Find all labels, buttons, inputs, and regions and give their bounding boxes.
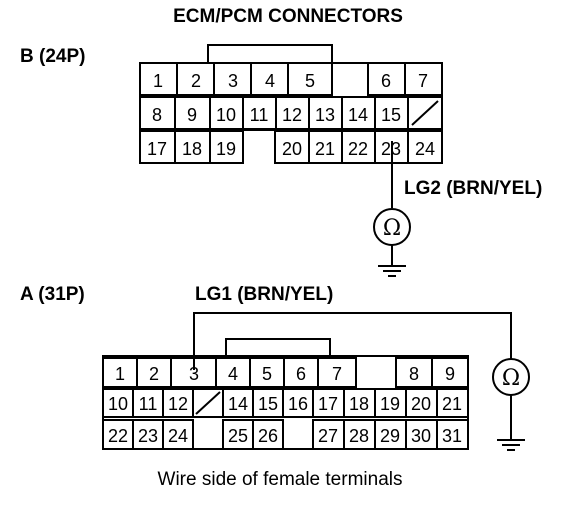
pin-b-17: 17	[147, 139, 167, 159]
pin-b-8: 8	[152, 105, 162, 125]
pin-b-14: 14	[348, 105, 368, 125]
connector-a-pin-labels: 1 2 3 4 5 6 7 8 9 10 11 12 14 15 16 17 1…	[108, 364, 462, 446]
pin-b-4: 4	[265, 71, 275, 91]
pin-a-24: 24	[168, 426, 188, 446]
pin-a-23: 23	[138, 426, 158, 446]
pin-b-21: 21	[315, 139, 335, 159]
pin-a-21: 21	[442, 394, 462, 414]
pin-a-15: 15	[258, 394, 278, 414]
pin-b-1: 1	[153, 71, 163, 91]
diagram-title: ECM/PCM CONNECTORS	[173, 6, 403, 27]
pin-a-16: 16	[288, 394, 308, 414]
connector-b-label: B (24P)	[20, 46, 85, 67]
pin-a-5: 5	[262, 364, 272, 384]
pin-a-11: 11	[139, 394, 158, 414]
pin-b-24: 24	[415, 139, 435, 159]
pin-a-17: 17	[318, 394, 338, 414]
pin-a-10: 10	[108, 394, 128, 414]
connector-b-pin-labels: 1 2 3 4 5 6 7 8 9 10 11 12 13 14 15 17 1…	[147, 71, 435, 159]
pin-a-8: 8	[409, 364, 419, 384]
connector-a-lock-tab	[225, 338, 331, 356]
pin-b-22: 22	[348, 139, 368, 159]
pin-b-13: 13	[315, 105, 335, 125]
pin-a-31: 31	[442, 426, 462, 446]
wire-lg1-label: LG1 (BRN/YEL)	[195, 284, 333, 305]
pin-b-12: 12	[282, 105, 302, 125]
pin-b-11: 11	[250, 105, 269, 125]
pin-b-9: 9	[187, 105, 197, 125]
pin-b-3: 3	[228, 71, 238, 91]
pin-b-6: 6	[381, 71, 391, 91]
pin-a-30: 30	[411, 426, 431, 446]
pin-a-7: 7	[332, 364, 342, 384]
connector-b-lock-tab	[207, 44, 333, 63]
wire-lg2-label: LG2 (BRN/YEL)	[404, 178, 542, 199]
pin-b-7: 7	[418, 71, 428, 91]
pin-a-25: 25	[228, 426, 248, 446]
connector-b-cells	[139, 62, 443, 164]
pin-a-29: 29	[380, 426, 400, 446]
connector-a-label: A (31P)	[20, 284, 85, 305]
pin-a-26: 26	[258, 426, 278, 446]
pin-a-4: 4	[228, 364, 238, 384]
pin-a-6: 6	[296, 364, 306, 384]
pin-a-3: 3	[189, 364, 199, 384]
pin-b-10: 10	[216, 105, 236, 125]
pin-a-14: 14	[228, 394, 248, 414]
ohm-icon: Ω	[502, 366, 520, 391]
pin-b-5: 5	[305, 71, 315, 91]
connector-b-test-circuit	[373, 141, 411, 277]
pin-a-18: 18	[349, 394, 369, 414]
ohm-icon: Ω	[383, 216, 401, 241]
pin-b-2: 2	[191, 71, 201, 91]
pin-a-20: 20	[411, 394, 431, 414]
diagram-caption: Wire side of female terminals	[158, 469, 403, 490]
pin-b-18: 18	[182, 139, 202, 159]
pin-b-15: 15	[381, 105, 401, 125]
pin-a-2: 2	[149, 364, 159, 384]
pin-a-27: 27	[318, 426, 338, 446]
pin-a-1: 1	[115, 364, 125, 384]
pin-a-19: 19	[380, 394, 400, 414]
pin-a-22: 22	[108, 426, 128, 446]
wire-lg1	[193, 312, 512, 370]
pin-b-20: 20	[282, 139, 302, 159]
pin-a-28: 28	[349, 426, 369, 446]
connector-a-test-circuit	[193, 312, 530, 451]
pin-a-12: 12	[168, 394, 188, 414]
pin-a-9: 9	[445, 364, 455, 384]
pin-b-19: 19	[216, 139, 236, 159]
